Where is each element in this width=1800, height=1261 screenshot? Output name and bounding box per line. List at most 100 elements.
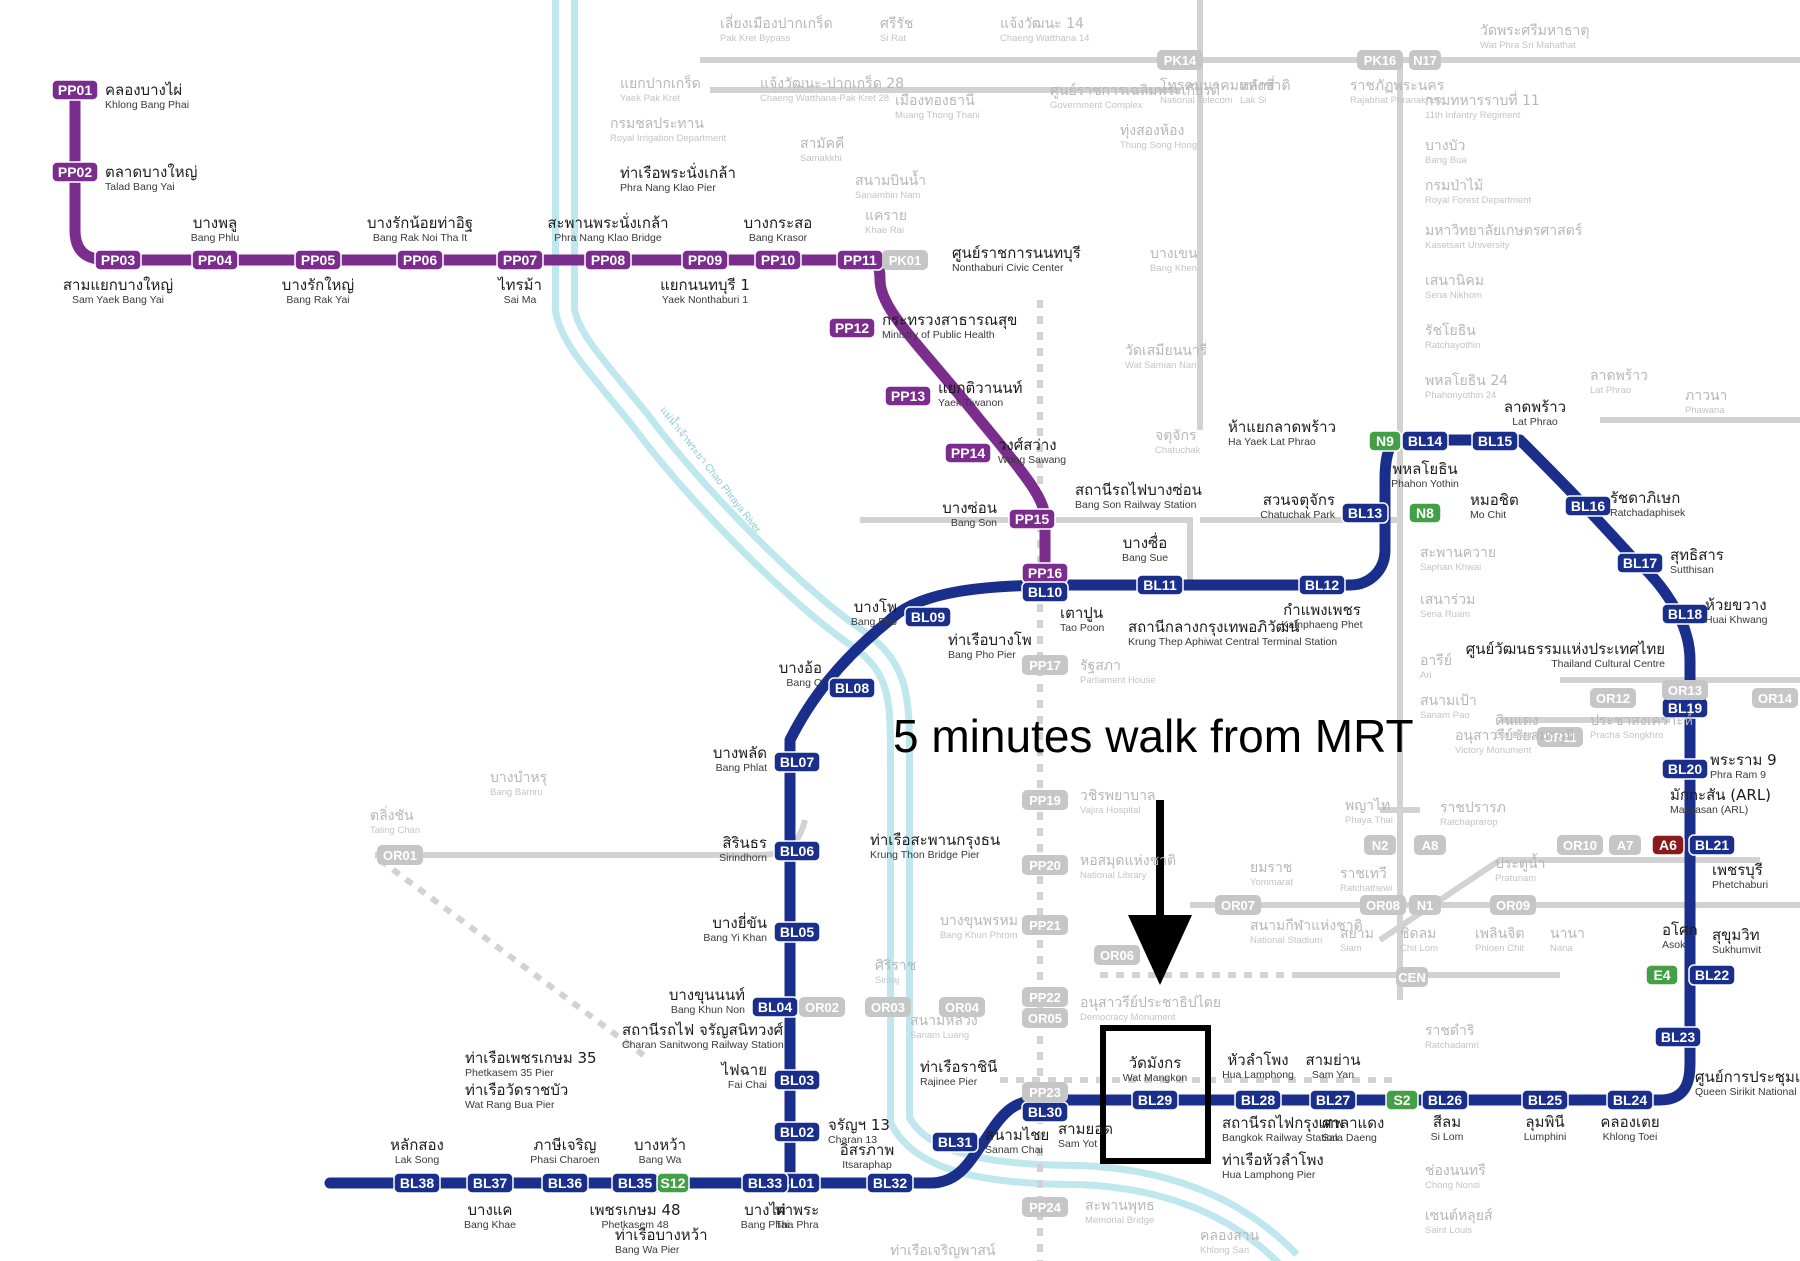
label-thai: กรมชลประทาน: [610, 116, 704, 132]
station-bl09: BL09: [904, 606, 952, 628]
station-bl29: BL29: [1131, 1089, 1179, 1111]
label-english: Sena Ruam: [1420, 609, 1470, 620]
label-thai: ท่าเรือเจริญพาสน์: [890, 1242, 996, 1259]
station-code: BL19: [1668, 700, 1702, 716]
label-thai: ท่าเรือบางหว้า: [615, 1226, 708, 1244]
label-thai: สามยอด: [1058, 1120, 1113, 1138]
grey-station-a7: A7: [1609, 835, 1641, 855]
grey-station-n17: N17: [1409, 50, 1441, 70]
label-english: Lumphini: [1524, 1131, 1567, 1143]
grey-station-pk14: PK14: [1157, 50, 1203, 70]
label-thai: สีลม: [1433, 1113, 1461, 1131]
label-english: Sanambin Nam: [855, 190, 921, 201]
label-thai: ช่องนนทรี: [1425, 1163, 1486, 1179]
label-thai: กระทรวงสาธารณสุข: [882, 311, 1017, 330]
station-code: BL13: [1348, 505, 1382, 521]
label-english: Tao Poon: [1060, 622, 1105, 634]
station-pp16: PP16: [1021, 562, 1069, 584]
label-english: Khlong San: [1200, 1245, 1249, 1256]
label-thai: บางกระสอ: [744, 214, 813, 232]
label-english: Sanam Chai: [985, 1144, 1043, 1156]
label-english: Ratchadamri: [1425, 1040, 1479, 1051]
station-code: BL32: [873, 1175, 907, 1191]
station-code: BL03: [780, 1072, 814, 1088]
station-code: PP10: [761, 252, 795, 268]
label-english: Hua Lamphong Pier: [1222, 1169, 1316, 1181]
station-bl12: BL12: [1298, 574, 1346, 596]
label-thai: โทรคมนาคมแห่งชาติ: [1160, 77, 1290, 94]
station-bl02: BL02: [773, 1121, 821, 1143]
label-thai: เพชรเกษม 48: [589, 1201, 680, 1219]
label-english: Sala Daeng: [1322, 1132, 1377, 1144]
label-english: Fai Chai: [728, 1079, 767, 1091]
label-thai: พระราม 9: [1710, 751, 1777, 769]
label-english: Pak Kret Bypass: [720, 33, 790, 44]
label-english: Bang Khen: [1150, 263, 1197, 274]
label-thai: ห้าแยกลาดพร้าว: [1228, 418, 1336, 436]
label-thai: เพชรบุรี: [1712, 861, 1763, 880]
grey-station-pp22: PP22: [1022, 987, 1068, 1007]
label-thai: ทุ่งสองห้อง: [1120, 123, 1184, 139]
label-english: Victory Monument: [1455, 745, 1532, 756]
station-code: CEN: [1398, 970, 1425, 985]
background-label: กรมป่าไม้Royal Forest Department: [1425, 177, 1531, 206]
station-bl33: BL33: [741, 1172, 789, 1194]
label-english: Chatuchak: [1155, 445, 1201, 456]
label-english: Yaek Tiwanon: [938, 397, 1003, 409]
label-english: Yaek Pak Kret: [620, 93, 680, 104]
station-pp03: PP03: [94, 249, 142, 271]
label-english: Rajabhat Phranakhon: [1350, 95, 1442, 106]
label-thai: ลุมพินี: [1525, 1113, 1564, 1132]
station-pp11: PP11: [836, 249, 884, 271]
grey-station-or14: OR14: [1752, 688, 1798, 708]
label-thai: ท่าเรือสะพานกรุงธน: [870, 831, 1000, 850]
station-code: N9: [1376, 433, 1394, 449]
background-label: ศรีรัชSi Rat: [880, 16, 913, 44]
label-english: Bang Khae: [464, 1219, 516, 1231]
label-thai: แจ้งวัฒนะ 14: [1000, 16, 1084, 32]
label-english: National Telecom: [1160, 95, 1233, 106]
station-code: BL12: [1305, 577, 1339, 593]
station-code: PP08: [591, 252, 625, 268]
station-code: PP12: [835, 320, 869, 336]
label-english: Saint Louis: [1425, 1225, 1472, 1236]
label-english: Bang Bua: [1425, 155, 1467, 166]
station-pp15: PP15: [1008, 508, 1056, 530]
landmark-label: ท่าเรือราชินีRajinee Pier: [920, 1058, 997, 1088]
label-english: Queen Sirikit National Convention Centre: [1695, 1086, 1800, 1098]
station-code: PK14: [1164, 53, 1197, 68]
station-code: PP11: [843, 252, 877, 268]
background-label: มหาวิทยาลัยเกษตรศาสตร์Kasetsart Universi…: [1425, 222, 1583, 251]
station-code: PP13: [891, 388, 925, 404]
label-english: Ratchayothin: [1425, 340, 1480, 351]
label-thai: คลองสาน: [1200, 1228, 1260, 1244]
station-bl31: BL31: [931, 1131, 979, 1153]
label-english: Huai Khwang: [1705, 614, 1768, 626]
station-label-bl04: บางขุนนนท์Bang Khun Non: [669, 986, 745, 1016]
label-english: Hua Lamphong: [1222, 1069, 1294, 1081]
label-english: Bang Pho: [851, 616, 897, 628]
label-english: Wat Rang Bua Pier: [465, 1099, 555, 1111]
label-english: Bangkok Railway Station: [1222, 1132, 1338, 1144]
grey-station-or11: OR11: [1537, 727, 1583, 747]
label-thai: มหาวิทยาลัยเกษตรศาสตร์: [1425, 222, 1583, 239]
label-english: Government Complex: [1050, 100, 1143, 111]
grey-station-pp20: PP20: [1022, 855, 1068, 875]
label-thai: เสนานิคม: [1425, 273, 1484, 289]
grey-station-or06: OR06: [1094, 945, 1140, 965]
grey-station-or04: OR04: [939, 997, 985, 1017]
background-label: ราชเทวีRatchathewi: [1340, 866, 1392, 894]
station-code: BL04: [758, 999, 792, 1015]
